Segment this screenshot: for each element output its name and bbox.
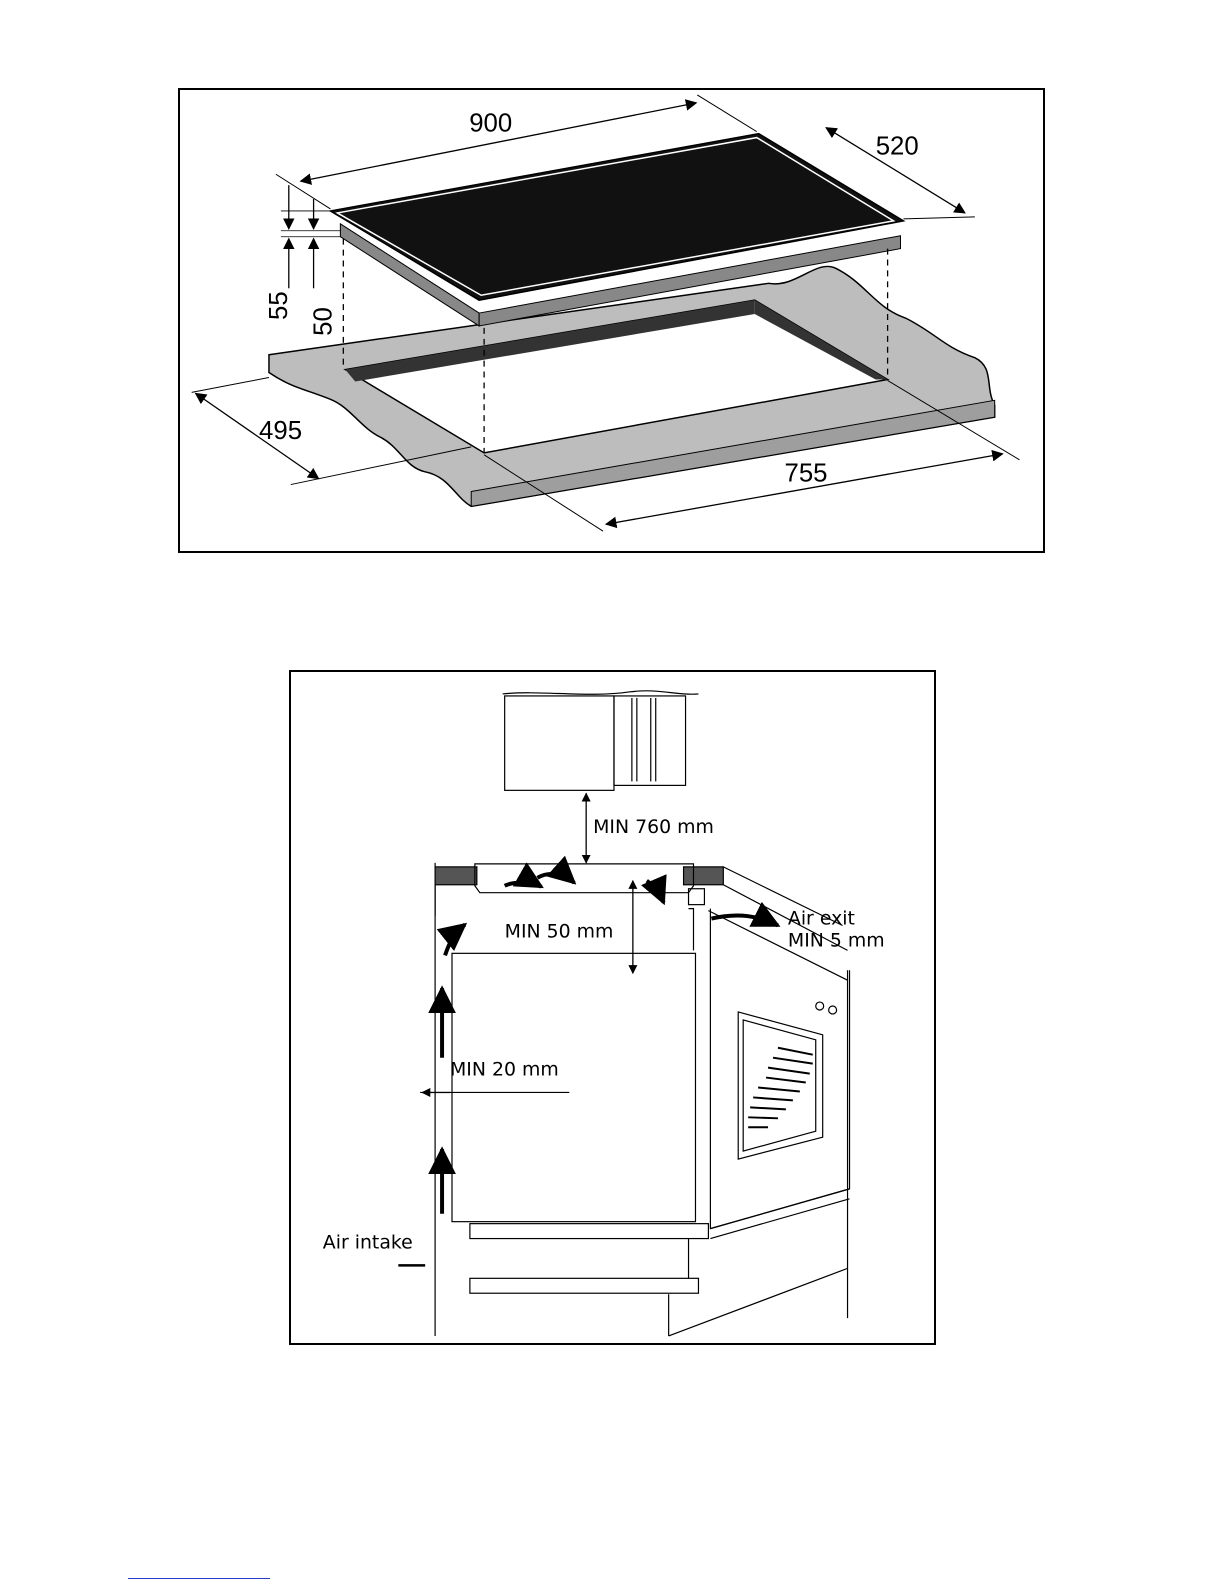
dimension-520-label: 520 <box>876 132 919 160</box>
ventilation-svg: MIN 760 mm <box>291 672 934 1343</box>
cooktop-dimensions-diagram: 900 520 55 50 495 755 <box>178 88 1045 553</box>
min-5-label: MIN 5 mm <box>788 929 885 951</box>
dimension-755-label: 755 <box>784 460 827 488</box>
air-exit-label: Air exit <box>788 908 855 930</box>
dimension-55-label: 55 <box>265 291 293 320</box>
dimension-50-label: 50 <box>309 307 337 336</box>
worktop <box>269 266 995 506</box>
footnote-rule <box>128 1578 270 1579</box>
oven-cabinet <box>452 909 850 1336</box>
dimension-495-label: 495 <box>259 417 302 445</box>
ventilation-clearance-diagram: MIN 760 mm <box>289 670 936 1345</box>
air-intake-label: Air intake <box>323 1232 413 1254</box>
cooktop-dimensions-svg: 900 520 55 50 495 755 <box>180 90 1043 551</box>
min-50-label: MIN 50 mm <box>505 920 614 942</box>
min-20-label: MIN 20 mm <box>450 1059 559 1081</box>
dimension-900-label: 900 <box>469 110 512 138</box>
wall-cabinet <box>503 691 699 791</box>
oven-window-hatching <box>748 1048 813 1128</box>
min-760-label: MIN 760 mm <box>593 816 714 838</box>
